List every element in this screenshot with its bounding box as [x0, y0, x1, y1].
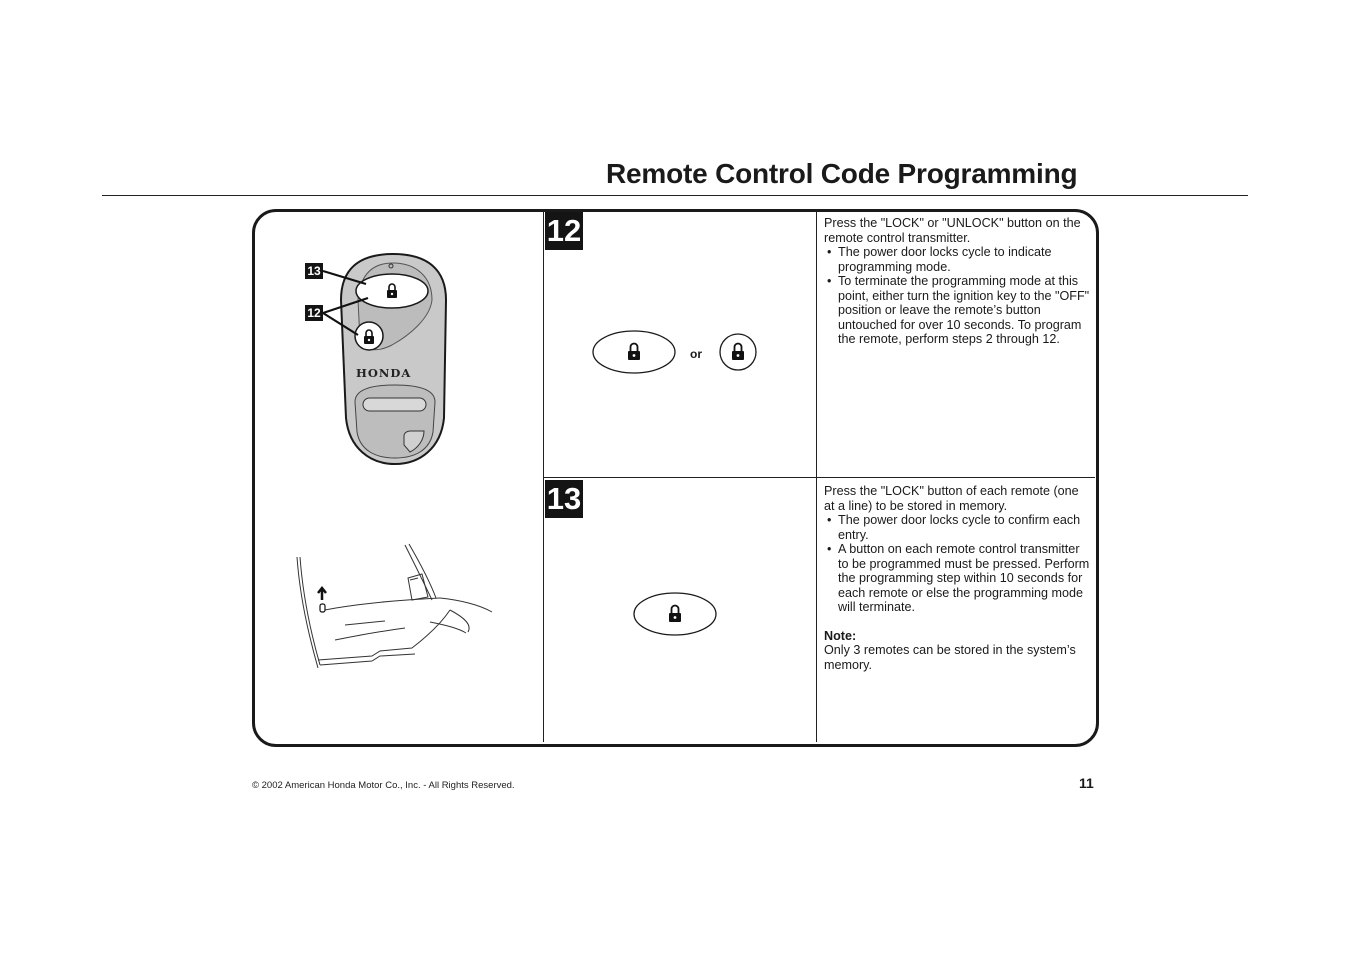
step-13-intro: Press the "LOCK" button of each remote (… — [824, 484, 1079, 513]
step-12-text: Press the "LOCK" or "UNLOCK" button on t… — [824, 216, 1090, 347]
step-13-bullets: The power door locks cycle to confirm ea… — [824, 513, 1090, 615]
step-number-13: 13 — [545, 480, 583, 518]
list-item: A button on each remote control transmit… — [824, 542, 1090, 615]
or-label: or — [690, 347, 702, 361]
callout-13: 13 — [305, 263, 323, 279]
step-13-text: Press the "LOCK" button of each remote (… — [824, 484, 1090, 672]
list-item: The power door locks cycle to indicate p… — [824, 245, 1090, 274]
instruction-panel — [252, 209, 1099, 747]
honda-logo: HONDA — [356, 366, 412, 380]
list-item: The power door locks cycle to confirm ea… — [824, 513, 1090, 542]
column-divider-left — [543, 212, 544, 742]
page-title: Remote Control Code Programming — [606, 158, 1078, 189]
copyright-notice: © 2002 American Honda Motor Co., Inc. - … — [252, 780, 515, 791]
note-label: Note: — [824, 628, 857, 643]
step-12-intro: Press the "LOCK" or "UNLOCK" button on t… — [824, 216, 1081, 245]
note-text: Only 3 remotes can be stored in the syst… — [824, 643, 1076, 672]
step-12-bullets: The power door locks cycle to indicate p… — [824, 245, 1090, 347]
title-divider — [102, 195, 1248, 196]
page-number: 11 — [1079, 775, 1094, 791]
callout-12: 12 — [305, 305, 323, 321]
list-item: To terminate the programming mode at thi… — [824, 274, 1090, 347]
row-divider — [544, 477, 1095, 478]
step-number-12: 12 — [545, 212, 583, 250]
